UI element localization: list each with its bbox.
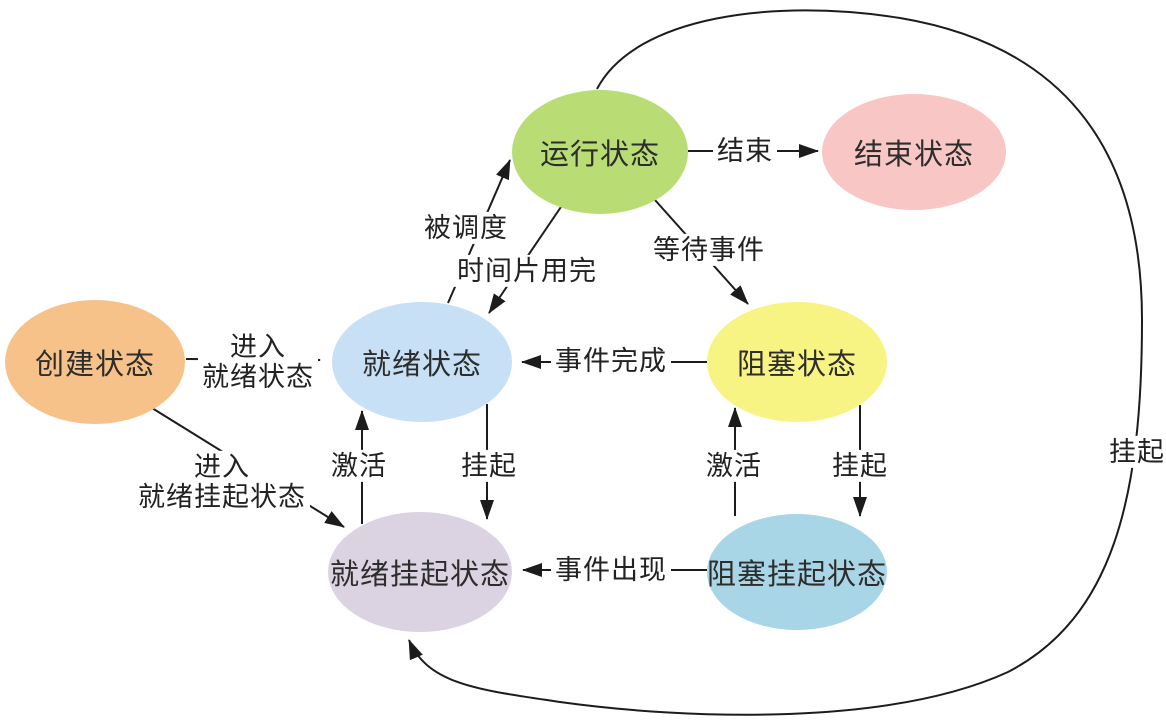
edge-label-line: 进入	[194, 451, 250, 482]
node-label-ready: 就绪状态	[361, 349, 483, 381]
node-ready-suspended	[328, 512, 512, 632]
node-label-blocked-suspended: 阻塞挂起状态	[706, 559, 888, 591]
edge-label-timeslice-used: 时间片用完	[453, 254, 601, 288]
edge-label-event-occur: 事件出现	[551, 553, 671, 587]
node-label-ready-suspended: 就绪挂起状态	[329, 559, 511, 591]
edge-label-line: 就绪状态	[202, 362, 314, 392]
edge-label-activate-right: 激活	[702, 449, 766, 483]
node-blocked	[707, 302, 887, 422]
edge-label-suspend-right: 挂起	[828, 449, 892, 483]
node-terminated	[822, 94, 1006, 210]
edge-label-dispatched: 被调度	[420, 211, 512, 245]
edge-running-ready-suspended-curve	[408, 9, 1144, 716]
edge-label-enter-ready-suspended: 进入 就绪挂起状态	[134, 450, 310, 514]
edge-label-suspend-curve: 挂起	[1105, 435, 1166, 469]
edge-label-wait-event: 等待事件	[649, 233, 769, 267]
node-blocked-suspended	[707, 514, 887, 630]
node-label-created: 创建状态	[34, 349, 156, 381]
edge-label-event-done: 事件完成	[551, 344, 671, 378]
nodes	[5, 90, 1006, 632]
node-created	[5, 300, 185, 424]
edge-label-finish: 结束	[713, 134, 777, 168]
edge-label-activate-left: 激活	[327, 449, 391, 483]
edge-label-line: 进入	[230, 331, 286, 362]
node-running	[512, 90, 688, 214]
edge-label-line: 就绪挂起状态	[138, 482, 306, 512]
node-label-terminated: 结束状态	[853, 139, 975, 171]
node-label-blocked: 阻塞状态	[736, 349, 858, 381]
node-label-running: 运行状态	[539, 139, 661, 171]
node-ready	[332, 302, 512, 422]
edge-label-suspend-left: 挂起	[457, 449, 521, 483]
edge-label-enter-ready: 进入 就绪状态	[198, 330, 318, 394]
